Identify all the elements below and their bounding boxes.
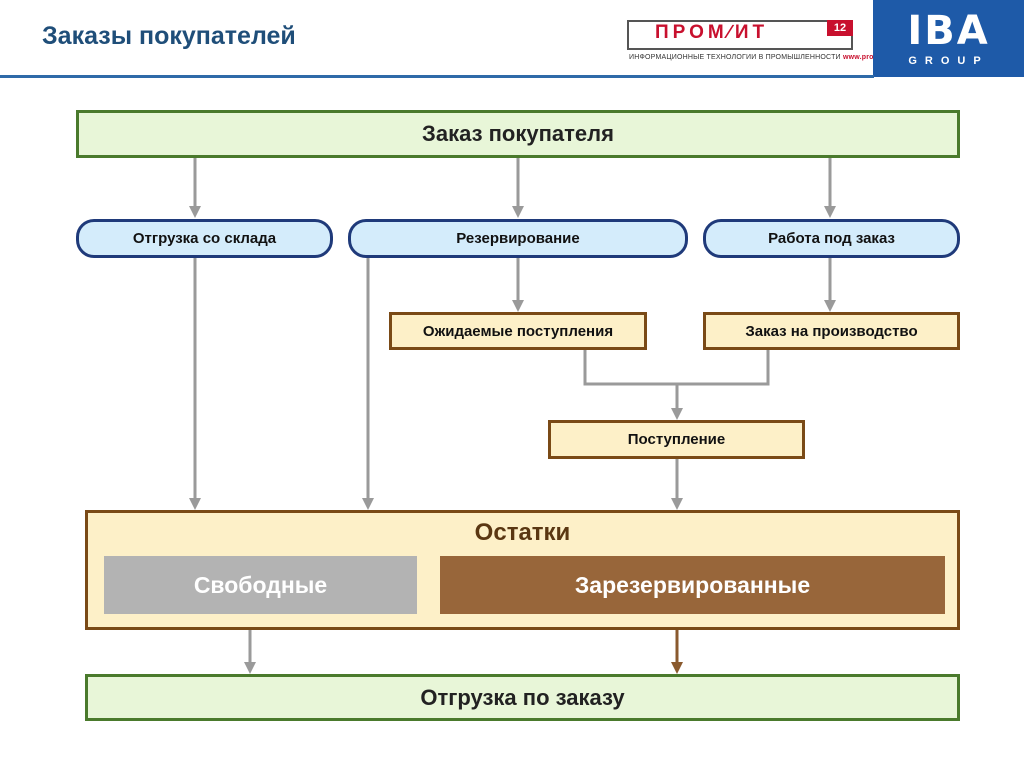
arrowhead-make-to-order-to-production — [824, 300, 836, 312]
arrowhead-reservation-to-stock — [362, 498, 374, 510]
promit-url: www.promit.by — [842, 54, 896, 61]
promit-tagline: ИНФОРМАЦИОННЫЕ ТЕХНОЛОГИИ В ПРОМЫШЛЕННОС… — [629, 54, 895, 61]
stock-title: Остатки — [474, 519, 571, 546]
make-to-order-pill: Работа под заказ — [703, 219, 960, 258]
header-divider — [0, 75, 874, 78]
ship-by-order-box: Отгрузка по заказу — [85, 674, 960, 721]
promit-tagline-text: ИНФОРМАЦИОННЫЕ ТЕХНОЛОГИИ В ПРОМЫШЛЕННОС… — [629, 54, 841, 61]
free-stock-bar: Свободные — [104, 556, 417, 614]
arrowhead-ship-from-stock-to-stock — [189, 498, 201, 510]
promit-logo-number: 12 — [827, 20, 853, 36]
ship-from-stock-pill: Отгрузка со склада — [76, 219, 333, 258]
iba-logo-group: GROUP — [908, 55, 989, 67]
promit-logo: ПРОМ∕ИТ 12 ИНФОРМАЦИОННЫЕ ТЕХНОЛОГИИ В П… — [627, 20, 895, 68]
expected-receipts-box: Ожидаемые поступления — [389, 312, 647, 350]
iba-logo-name: IBA — [907, 8, 990, 54]
production-order-box: Заказ на производство — [703, 312, 960, 350]
stock-box: Остатки Свободные Зарезервированные — [85, 510, 960, 630]
arrowhead-reserved-to-shipment — [671, 662, 683, 674]
arrowhead-merge-to-receipt — [671, 408, 683, 420]
arrowhead-receipt-to-stock — [671, 498, 683, 510]
arrowhead-order-to-ship-from-stock — [189, 206, 201, 218]
arrowhead-reservation-to-expected — [512, 300, 524, 312]
customer-order-box: Заказ покупателя — [76, 110, 960, 158]
iba-logo: IBA GROUP — [873, 0, 1024, 77]
receipt-box: Поступление — [548, 420, 805, 459]
reserved-stock-bar: Зарезервированные — [440, 556, 945, 614]
reservation-pill: Резервирование — [348, 219, 688, 258]
promit-logo-frame — [627, 20, 853, 50]
promit-logo-text: ПРОМ∕ИТ — [655, 22, 769, 43]
arrowhead-order-to-reservation — [512, 206, 524, 218]
connector-production-down — [677, 350, 770, 386]
page-title: Заказы покупателей — [42, 22, 296, 50]
connector-expected-down — [583, 350, 677, 386]
arrowhead-order-to-make-to-order — [824, 206, 836, 218]
arrowhead-free-to-shipment — [244, 662, 256, 674]
